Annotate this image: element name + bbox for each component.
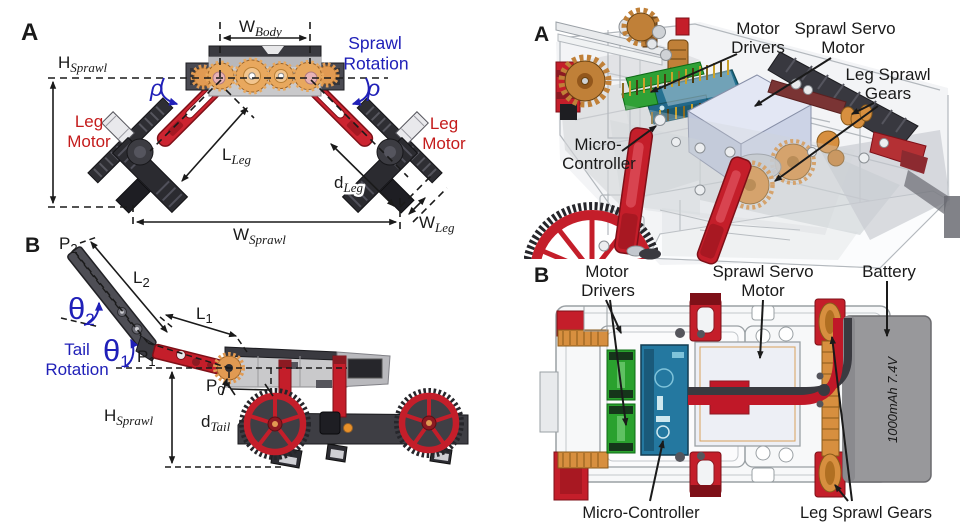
svg-text:Gears: Gears (865, 84, 911, 103)
svg-text:P2: P2 (59, 234, 78, 256)
svg-text:Motor: Motor (821, 38, 865, 57)
svg-text:Motor: Motor (736, 19, 780, 38)
svg-text:Leg Sprawl Gears: Leg Sprawl Gears (800, 504, 932, 522)
svg-text:Sprawl Servo: Sprawl Servo (712, 262, 813, 281)
svg-text:B: B (534, 264, 549, 287)
svg-text:Drivers: Drivers (731, 38, 785, 57)
svg-text:Battery: Battery (862, 262, 916, 281)
svg-text:Tail: Tail (64, 340, 90, 359)
svg-text:1000mAh 7.4V: 1000mAh 7.4V (885, 356, 900, 443)
svg-text:L2: L2 (133, 268, 150, 290)
svg-text:Micro-: Micro- (574, 135, 621, 154)
svg-text:θ2: θ2 (68, 291, 95, 329)
svg-text:B: B (25, 234, 40, 257)
svg-text:Micro-Controller: Micro-Controller (582, 504, 700, 522)
svg-text:Leg Sprawl: Leg Sprawl (845, 65, 930, 84)
svg-text:A: A (534, 23, 549, 46)
svg-text:Motor: Motor (67, 132, 111, 151)
svg-text:A: A (21, 19, 38, 46)
svg-text:Leg: Leg (430, 114, 458, 133)
svg-text:dTail: dTail (201, 412, 231, 434)
svg-text:WLeg: WLeg (419, 213, 455, 235)
svg-text:HSprawl: HSprawl (58, 53, 108, 75)
svg-text:ρ: ρ (149, 75, 163, 101)
svg-text:dLeg: dLeg (334, 173, 363, 195)
svg-text:Sprawl Servo: Sprawl Servo (794, 19, 895, 38)
svg-text:HSprawl: HSprawl (104, 406, 154, 428)
svg-text:Drivers: Drivers (581, 281, 635, 300)
svg-text:WSprawl: WSprawl (233, 225, 286, 247)
svg-text:Controller: Controller (562, 154, 636, 173)
svg-text:Rotation: Rotation (45, 360, 108, 379)
svg-text:ρ: ρ (366, 75, 380, 101)
svg-text:Motor: Motor (741, 281, 785, 300)
svg-text:LLeg: LLeg (222, 145, 251, 167)
svg-text:Sprawl: Sprawl (348, 33, 402, 53)
svg-text:Motor: Motor (585, 262, 629, 281)
svg-text:L1: L1 (196, 304, 213, 326)
svg-text:P0: P0 (206, 376, 225, 398)
svg-text:Motor: Motor (422, 134, 466, 153)
svg-text:Leg: Leg (75, 112, 103, 131)
svg-text:WBody: WBody (239, 17, 282, 39)
svg-text:Rotation: Rotation (343, 54, 408, 74)
